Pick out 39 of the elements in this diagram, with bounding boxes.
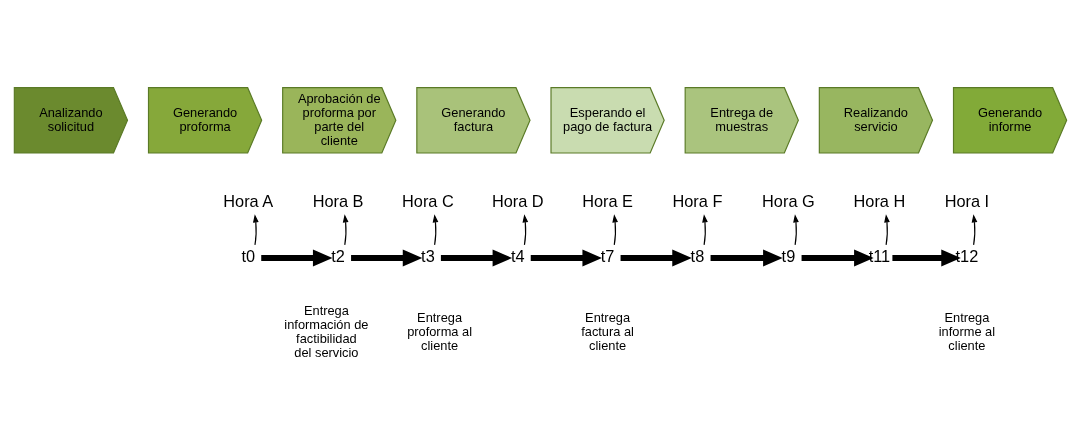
node-text: Hora G xyxy=(762,191,815,210)
node-text: Hora I xyxy=(944,191,990,210)
arrow xyxy=(892,248,961,267)
node-text: t4 xyxy=(510,246,525,265)
arrow xyxy=(884,213,890,246)
node-label: Entrega información de factibilidad del servicio xyxy=(284,302,369,360)
arrow xyxy=(522,213,529,246)
node-text: t7 xyxy=(600,246,615,265)
arrow xyxy=(440,248,513,267)
node-text: Hora E xyxy=(582,191,633,210)
node-text: Hora C xyxy=(402,191,454,210)
node-label: Entrega factura al cliente xyxy=(581,309,634,353)
node-text: Hora A xyxy=(223,191,274,210)
node-text: t11 xyxy=(868,246,891,265)
arrow xyxy=(620,248,692,267)
node-text: Hora H xyxy=(853,191,906,210)
node-text: Hora F xyxy=(672,191,723,210)
arrow xyxy=(342,213,349,246)
arrow xyxy=(351,248,423,267)
node-label: Entrega proforma al cliente xyxy=(407,309,473,353)
node-text: t9 xyxy=(781,246,796,265)
node-label: Entrega informe al cliente xyxy=(938,309,996,353)
node-text: Hora D xyxy=(491,191,544,210)
arrow xyxy=(702,213,708,246)
node-text: t12 xyxy=(955,246,979,265)
arrow xyxy=(612,213,618,246)
node-text: t0 xyxy=(241,246,256,265)
arrow xyxy=(432,213,439,246)
arrow xyxy=(801,248,874,267)
arrow xyxy=(793,213,799,246)
node-text: t8 xyxy=(690,246,705,265)
arrow xyxy=(710,248,783,267)
node-text: t2 xyxy=(331,246,345,265)
arrow xyxy=(971,213,978,246)
arrow xyxy=(530,248,602,267)
node-text: t3 xyxy=(421,246,435,265)
arrow xyxy=(261,248,333,267)
arrow xyxy=(252,213,259,246)
node-text: Hora B xyxy=(312,191,364,210)
